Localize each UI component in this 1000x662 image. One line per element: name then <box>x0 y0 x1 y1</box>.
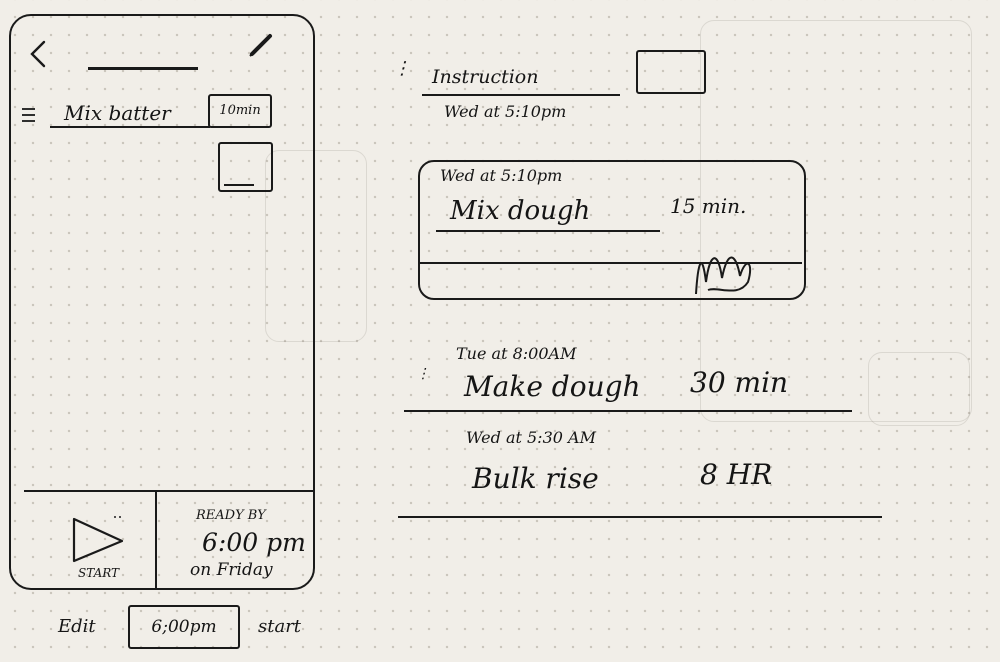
step1-time: Wed at 5:10pm <box>440 166 563 185</box>
start-text[interactable]: start <box>258 616 302 637</box>
task-underline <box>50 126 210 128</box>
bottom-bar-divider <box>24 490 314 492</box>
ready-time: 6:00 pm <box>202 528 306 557</box>
bleed-through-sketch <box>868 352 970 426</box>
step-card-mix-dough[interactable] <box>418 160 806 300</box>
ready-by-label: READY BY <box>196 508 266 523</box>
edit-label[interactable]: Edit <box>58 616 96 637</box>
instruction-image-placeholder[interactable] <box>636 50 706 94</box>
bleed-through-sketch <box>265 150 367 342</box>
instruction-underline <box>422 94 620 96</box>
time-input[interactable]: 6;00pm <box>128 605 240 649</box>
dots-handle-icon[interactable]: ⋮ <box>393 58 411 79</box>
step3-name: Bulk rise <box>472 462 599 495</box>
title-placeholder-line <box>88 67 198 70</box>
task-checkbox[interactable] <box>218 142 273 192</box>
step1-duration: 15 min. <box>670 194 747 218</box>
step1-name: Mix dough <box>450 196 591 226</box>
back-chevron-icon[interactable] <box>28 40 48 70</box>
step3-duration: 8 HR <box>700 458 773 491</box>
step2-divider <box>404 410 852 412</box>
start-label[interactable]: START <box>78 566 120 580</box>
scribble-icon <box>695 256 752 295</box>
task-duration-box[interactable]: 10min <box>208 94 272 128</box>
step1-divider <box>420 262 802 264</box>
step3-divider <box>398 516 882 518</box>
bleed-through-sketch <box>700 20 972 422</box>
phone-frame <box>9 14 315 590</box>
step1-underline <box>436 230 660 232</box>
dots-handle-icon[interactable]: ⋮ <box>416 366 430 382</box>
step2-time: Tue at 8:00AM <box>456 344 577 363</box>
checkbox-mark <box>224 184 254 186</box>
instruction-time: Wed at 5:10pm <box>444 102 567 121</box>
step3-time: Wed at 5:30 AM <box>466 428 596 447</box>
play-icon[interactable] <box>70 515 126 563</box>
bottom-bar-split <box>155 492 157 588</box>
drag-handle-icon[interactable] <box>22 107 36 123</box>
ready-day: on Friday <box>190 560 273 580</box>
task-label[interactable]: Mix batter <box>64 101 171 125</box>
step2-duration: 30 min <box>690 366 789 399</box>
pencil-icon[interactable] <box>248 32 274 58</box>
instruction-label: Instruction <box>432 66 539 88</box>
step2-name: Make dough <box>464 370 641 403</box>
